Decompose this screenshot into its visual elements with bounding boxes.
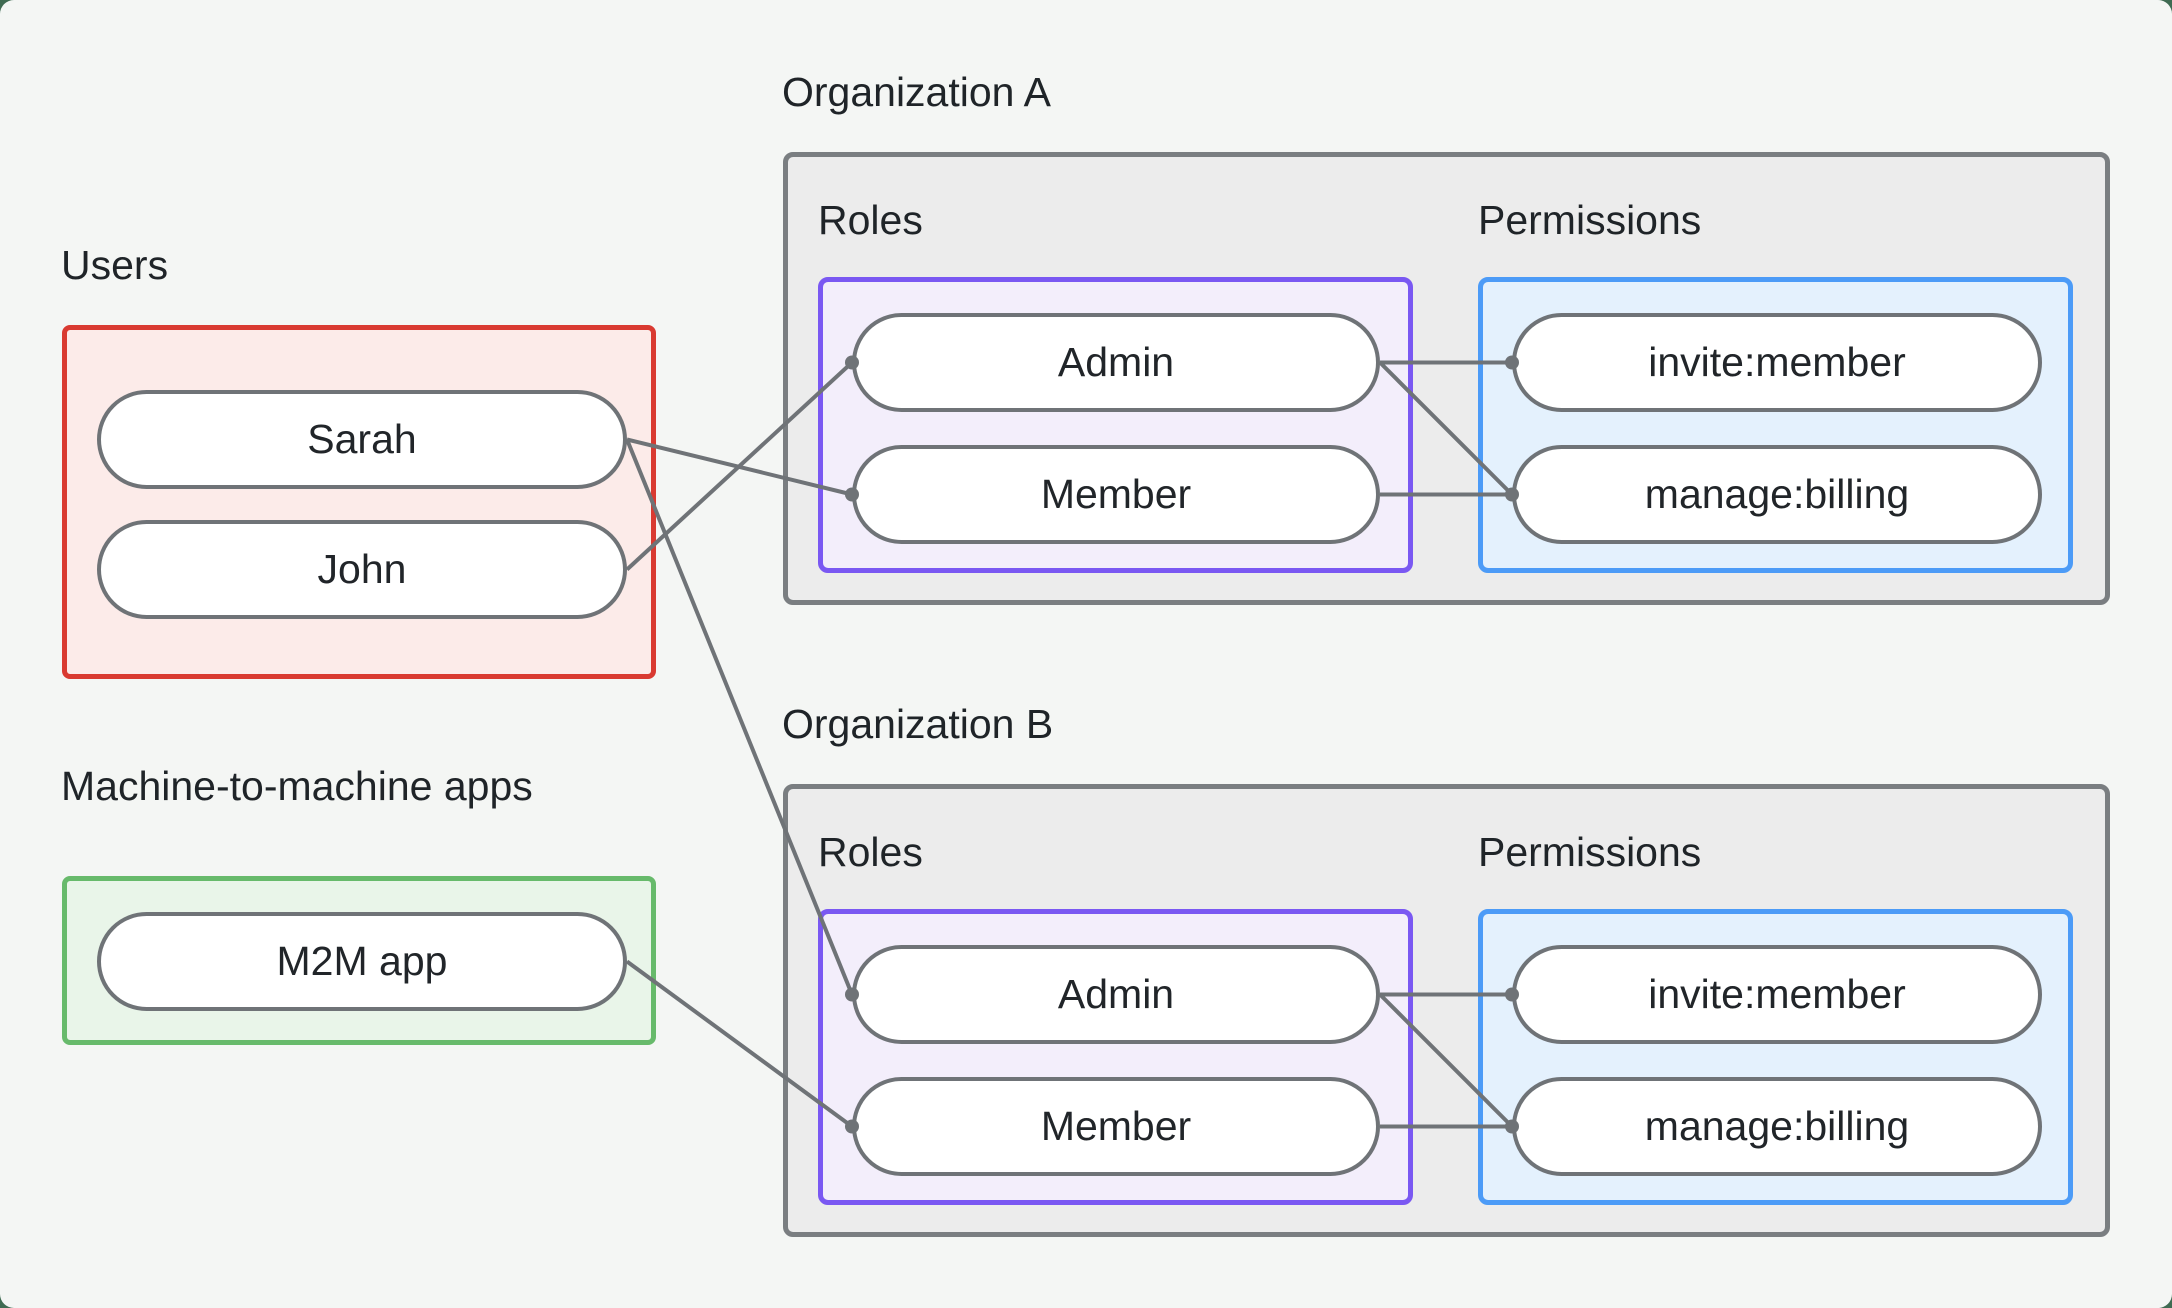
org-b-title: Organization B [782,701,1054,747]
org-b-permissions-label: Permissions [1478,829,1702,875]
users-group-label: Users [61,242,169,288]
org-a-permission-manage-billing: manage:billing [1512,445,2042,544]
org-b-permissions-box: invite:member manage:billing [1478,909,2073,1205]
user-node-sarah: Sarah [97,390,627,489]
org-b-box: Roles Permissions Admin Member invite:me… [783,784,2110,1237]
org-b-roles-box: Admin Member [818,909,1413,1205]
org-a-box: Roles Permissions Admin Member invite:me… [783,152,2110,605]
org-b-permission-manage-billing: manage:billing [1512,1077,2042,1176]
org-a-role-member: Member [852,445,1380,544]
org-b-role-member: Member [852,1077,1380,1176]
user-node-john: John [97,520,627,619]
org-a-role-admin: Admin [852,313,1380,412]
m2m-app-node: M2M app [97,912,627,1011]
org-a-permissions-label: Permissions [1478,197,1702,243]
m2m-group-box: M2M app [62,876,656,1045]
m2m-group-label: Machine-to-machine apps [61,763,533,809]
users-group-box: Sarah John [62,325,656,679]
org-b-permission-invite-member: invite:member [1512,945,2042,1044]
org-a-permission-invite-member: invite:member [1512,313,2042,412]
org-b-role-admin: Admin [852,945,1380,1044]
org-a-roles-label: Roles [818,197,923,243]
org-a-permissions-box: invite:member manage:billing [1478,277,2073,573]
org-b-roles-label: Roles [818,829,923,875]
org-a-roles-box: Admin Member [818,277,1413,573]
org-a-title: Organization A [782,69,1051,115]
